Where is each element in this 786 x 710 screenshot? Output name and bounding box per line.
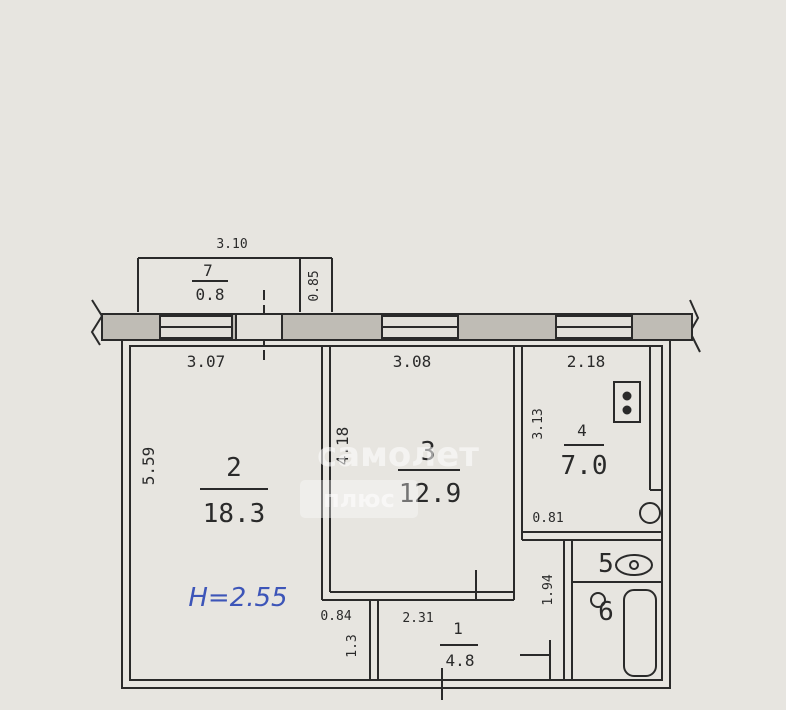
ceiling-height-note: H=2.55: [188, 583, 287, 613]
dimension-labels: 3.10 0.85 3.07 3.08 2.18 5.59 4.18 3.13 …: [139, 237, 605, 658]
bathtub-icon: [623, 589, 657, 677]
dim-closet-width: 0.84: [320, 609, 351, 624]
watermark-badge: [300, 480, 418, 518]
room-4-area: 7.0: [561, 451, 608, 481]
outer-walls: [121, 339, 671, 689]
dim-balcony-depth: 0.85: [307, 270, 322, 301]
interior-walls: [321, 346, 662, 700]
dim-closet-length: 1.3: [345, 634, 360, 657]
watermark: самолет плюс: [300, 435, 479, 518]
room-3-area: 12.9: [399, 479, 462, 509]
washbasin-icon: [590, 592, 606, 608]
room-3-number: 3: [420, 437, 436, 467]
fixtures: [590, 381, 661, 677]
room-7-number: 7: [203, 261, 213, 280]
room-6-number: 6: [598, 597, 614, 627]
room-1-area: 4.8: [446, 651, 475, 670]
dim-balcony-width: 3.10: [216, 237, 247, 252]
watermark-brand: самолет: [317, 435, 479, 475]
dim-kitchen-niche: 0.81: [532, 511, 563, 526]
stove-icon: [613, 381, 641, 423]
watermark-sub: плюс: [323, 485, 395, 513]
room-2-number: 2: [226, 453, 242, 483]
dim-room4-width: 2.18: [567, 352, 606, 371]
sink-icon: [639, 502, 661, 524]
room-1-number: 1: [453, 619, 463, 638]
room-4-number: 4: [577, 421, 587, 440]
dim-room2-width: 3.07: [187, 352, 226, 371]
balcony-outline: [137, 257, 333, 362]
dim-hall-width: 2.31: [402, 611, 433, 626]
dim-room4-length: 3.13: [531, 408, 546, 439]
dim-room3-length: 4.18: [333, 427, 352, 466]
room-labels: 7 0.8 2 18.3 3 12.9 4 7.0 1 4.8 5 6: [192, 261, 614, 670]
room-7-area: 0.8: [196, 285, 225, 304]
dim-bath-length: 1.94: [541, 574, 556, 605]
dim-room2-length: 5.59: [139, 447, 158, 486]
room-5-number: 5: [598, 549, 614, 579]
room-2-area: 18.3: [203, 499, 266, 529]
toilet-icon: [615, 554, 653, 576]
dim-room3-width: 3.08: [393, 352, 432, 371]
